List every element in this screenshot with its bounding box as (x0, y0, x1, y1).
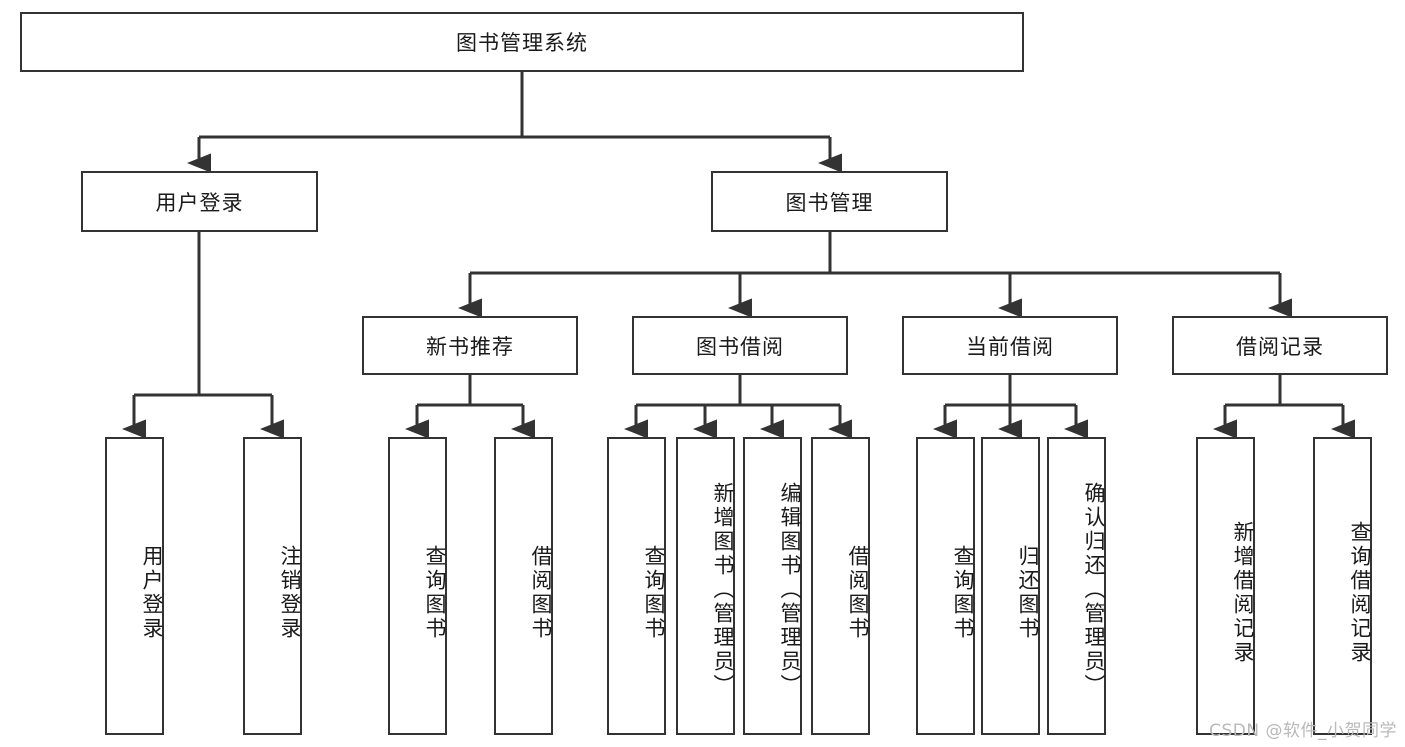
node-leaf-query-book-2[interactable]: 查询图书 (607, 437, 666, 735)
node-label: 用户登录 (140, 545, 164, 641)
node-leaf-add-borrow-record[interactable]: 新增借阅记录 (1196, 437, 1255, 735)
node-label: 图书管理系统 (456, 31, 588, 55)
node-label: 借阅记录 (1236, 334, 1324, 359)
node-book-management-system[interactable]: 图书管理系统 (20, 12, 1024, 72)
node-label: 当前借阅 (966, 334, 1054, 359)
node-label: 编辑图书（管理员） (778, 482, 802, 698)
node-label: 归还图书 (1016, 545, 1040, 641)
node-label: 借阅图书 (846, 545, 870, 641)
node-label: 查询图书 (423, 545, 447, 641)
node-book-borrow[interactable]: 图书借阅 (632, 316, 848, 375)
node-new-book-recommend[interactable]: 新书推荐 (362, 316, 578, 375)
node-leaf-add-book-admin[interactable]: 新增图书（管理员） (676, 437, 735, 735)
node-current-borrow[interactable]: 当前借阅 (902, 316, 1118, 375)
node-label: 用户登录 (155, 190, 244, 215)
node-label: 图书管理 (785, 190, 874, 215)
node-leaf-edit-book-admin[interactable]: 编辑图书（管理员） (743, 437, 802, 735)
node-label: 借阅图书 (529, 545, 553, 641)
node-label: 新书推荐 (426, 334, 514, 359)
node-leaf-query-book-3[interactable]: 查询图书 (916, 437, 975, 735)
node-leaf-query-book-1[interactable]: 查询图书 (388, 437, 447, 735)
watermark-text: CSDN @软件_小贺同学 (1209, 721, 1397, 741)
node-label: 查询图书 (951, 545, 975, 641)
node-label: 新增图书（管理员） (711, 482, 735, 698)
node-user-login[interactable]: 用户登录 (81, 171, 318, 232)
node-label: 新增借阅记录 (1231, 521, 1255, 665)
node-leaf-borrow-book-2[interactable]: 借阅图书 (811, 437, 870, 735)
node-label: 查询图书 (642, 545, 666, 641)
node-label: 确认归还（管理员） (1082, 482, 1106, 698)
node-leaf-borrow-book-1[interactable]: 借阅图书 (494, 437, 553, 735)
node-label: 注销登录 (278, 545, 302, 641)
node-leaf-query-borrow-record[interactable]: 查询借阅记录 (1313, 437, 1372, 735)
node-label: 查询借阅记录 (1348, 521, 1372, 665)
node-label: 图书借阅 (696, 334, 784, 359)
node-leaf-return-book[interactable]: 归还图书 (981, 437, 1040, 735)
node-leaf-confirm-return-admin[interactable]: 确认归还（管理员） (1047, 437, 1106, 735)
node-borrow-record[interactable]: 借阅记录 (1172, 316, 1388, 375)
node-leaf-logout-login[interactable]: 注销登录 (243, 437, 302, 735)
node-book-management[interactable]: 图书管理 (711, 171, 948, 232)
node-leaf-user-login[interactable]: 用户登录 (105, 437, 164, 735)
